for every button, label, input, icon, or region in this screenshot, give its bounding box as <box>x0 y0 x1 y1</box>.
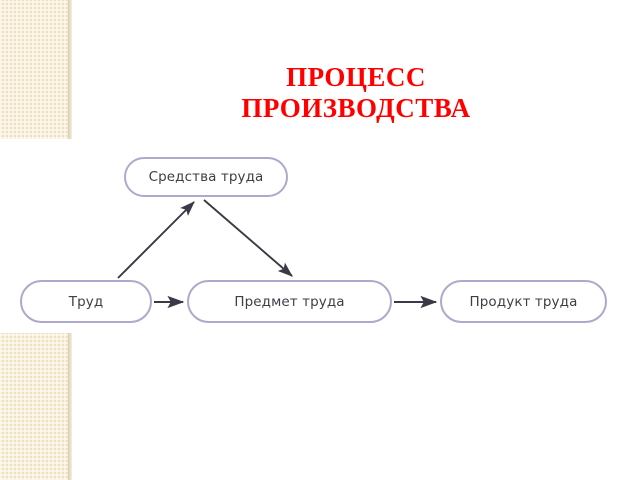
diagram-node-label: Средства труда <box>148 169 264 185</box>
diagram-arrows-layer <box>117 199 438 309</box>
production-process-diagram: Средства труда Труд Предмет труда Продук… <box>0 140 640 333</box>
diagram-node-label: Труд <box>68 293 104 310</box>
diagram-node-trud: Труд <box>20 280 152 323</box>
diagram-canvas: Средства труда Труд Предмет труда Продук… <box>0 140 640 333</box>
decorative-side-strip-bottom <box>0 333 72 480</box>
page-title: ПРОЦЕСС ПРОИЗВОДСТВА <box>241 62 471 123</box>
diagram-node-sredstva-truda: Средства труда <box>124 157 288 197</box>
decorative-side-strip-top <box>0 0 72 139</box>
diagram-node-label: Продукт труда <box>469 293 578 310</box>
diagram-node-produkt-truda: Продукт труда <box>440 280 607 323</box>
diagram-node-predmet-truda: Предмет труда <box>187 280 392 323</box>
arrow-trud-to-sredstva <box>117 201 195 279</box>
arrow-sredstva-to-predmet <box>203 199 293 277</box>
diagram-node-label: Предмет труда <box>234 293 345 310</box>
